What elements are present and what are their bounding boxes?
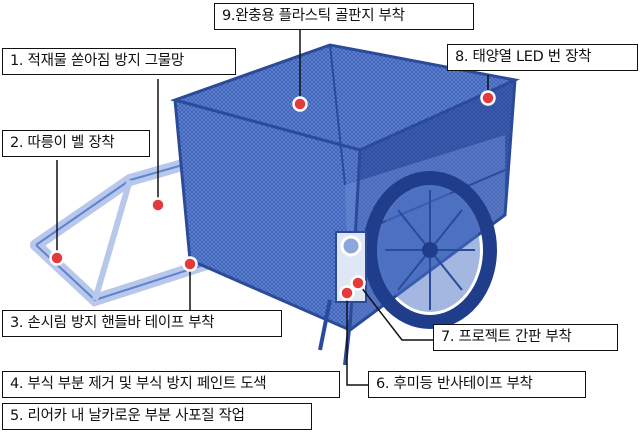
marker-8 bbox=[480, 90, 496, 106]
marker-3 bbox=[182, 256, 198, 272]
marker-6 bbox=[339, 285, 355, 301]
label-3-handlebar-tape: 3. 손시림 방지 핸들바 테이프 부착 bbox=[2, 310, 282, 337]
label-6-reflective-tape: 6. 후미등 반사테이프 부착 bbox=[368, 371, 586, 398]
label-8-solar-led: 8. 태양열 LED 번 장착 bbox=[447, 44, 638, 71]
marker-2 bbox=[49, 250, 65, 266]
marker-7 bbox=[350, 275, 366, 291]
label-5-sanding: 5. 리어카 내 날카로운 부분 사포질 작업 bbox=[2, 403, 312, 430]
label-2-bike-bell: 2. 따릉이 벨 장착 bbox=[2, 130, 150, 157]
label-7-project-sign: 7. 프로젝트 간판 부착 bbox=[433, 324, 618, 351]
callout-markers bbox=[49, 90, 496, 301]
label-1-cargo-net: 1. 적재물 쏟아짐 방지 그물망 bbox=[2, 48, 236, 75]
marker-1 bbox=[150, 197, 166, 213]
label-9-corrugated-plastic: 9.완충용 플라스틱 골판지 부착 bbox=[214, 3, 474, 30]
label-4-anti-corrosion-paint: 4. 부식 부분 제거 및 부식 방지 페인트 도색 bbox=[2, 371, 340, 398]
cart-wheel bbox=[363, 171, 497, 329]
marker-9 bbox=[292, 96, 308, 112]
